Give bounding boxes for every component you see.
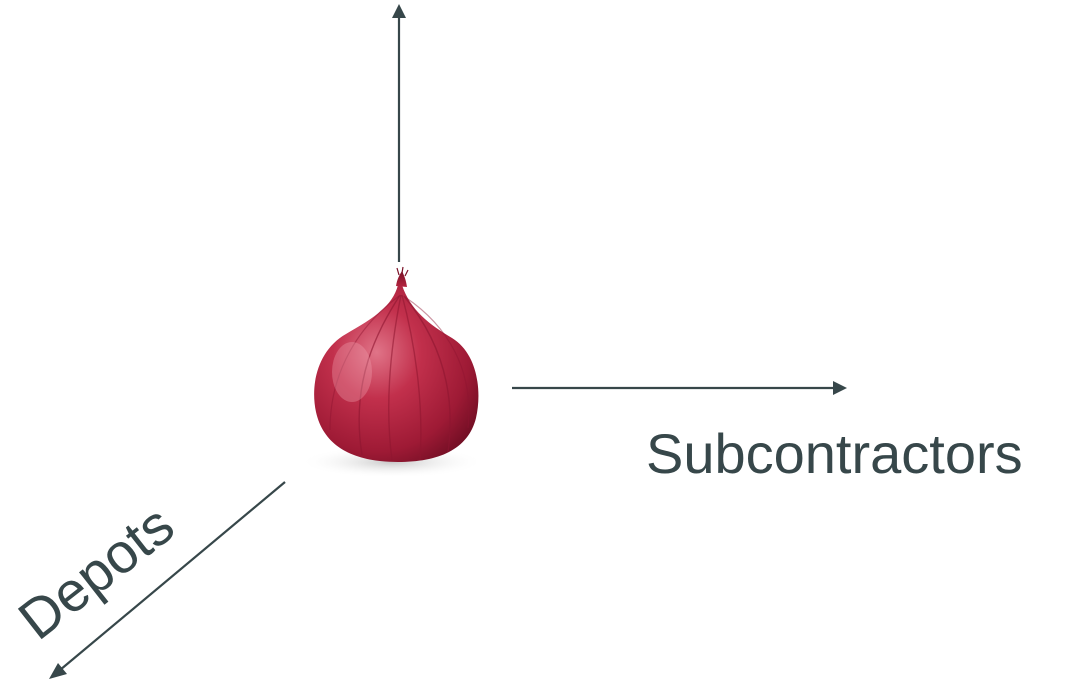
- vertical-axis-arrow: [392, 4, 406, 262]
- diagonal-axis-arrow: [49, 481, 286, 679]
- subcontractors-label: Subcontractors: [646, 422, 1023, 485]
- horizontal-axis-arrow: [512, 381, 847, 395]
- onion-image: [300, 266, 484, 478]
- depots-label: Depots: [7, 493, 186, 652]
